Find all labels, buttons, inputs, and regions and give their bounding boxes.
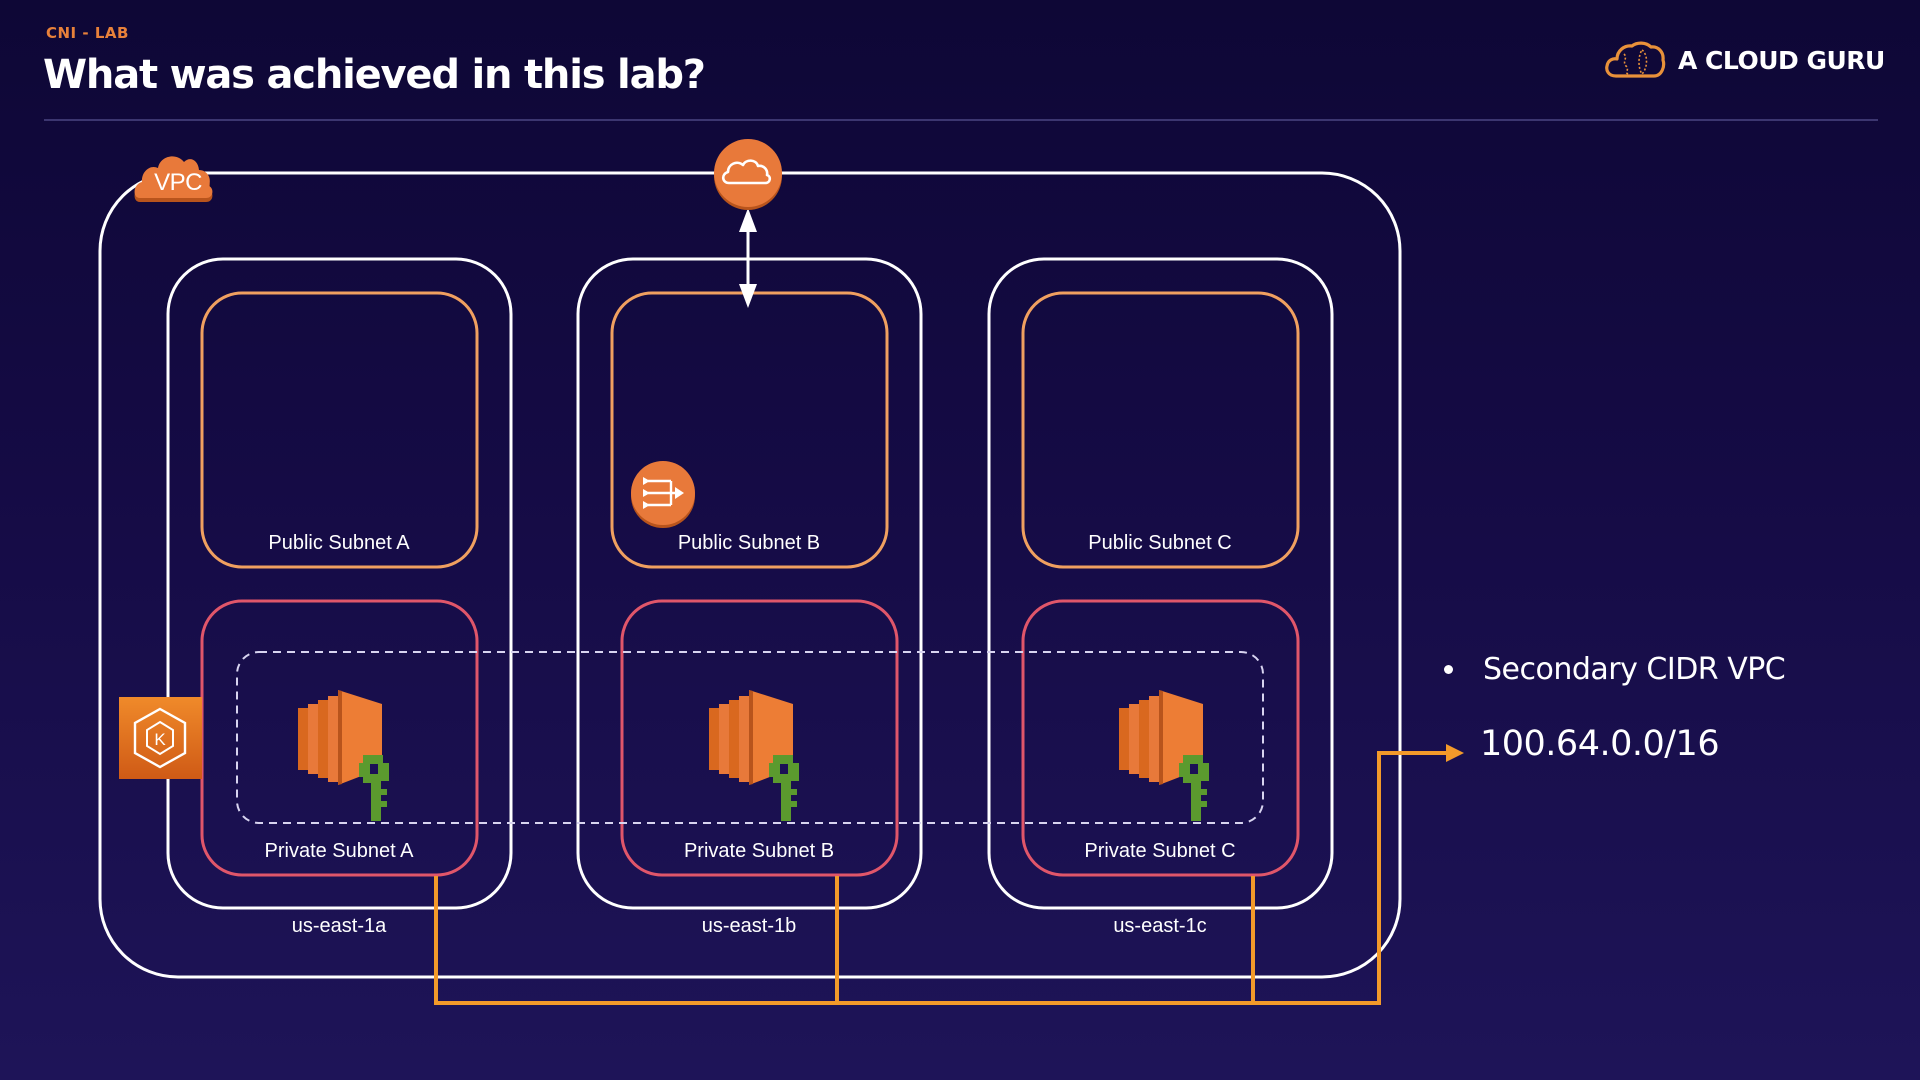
node-group-boundary — [236, 651, 1264, 824]
internet-gateway-icon — [714, 139, 782, 210]
vpc-label: VPC — [154, 169, 202, 196]
az-label-c: us-east-1c — [1113, 915, 1206, 937]
header-divider — [44, 119, 1878, 121]
private-subnet-c — [1021, 599, 1300, 877]
vpc-cloud-icon: VPC — [134, 156, 213, 202]
public-subnet-b-label: Public Subnet B — [678, 532, 820, 554]
az-label-b: us-east-1b — [702, 915, 797, 937]
public-subnet-c-label: Public Subnet C — [1088, 532, 1231, 554]
connector-arrowhead — [1446, 744, 1464, 762]
key-icon-a — [359, 755, 389, 821]
cidr-block-label: 100.64.0.0/16 — [1480, 724, 1720, 764]
note-bullet: Secondary CIDR VPC — [1440, 652, 1786, 687]
az-label-a: us-east-1a — [292, 915, 387, 937]
brand-name: A CLOUD GURU — [1678, 45, 1885, 75]
secondary-cidr-connector — [434, 751, 1448, 1005]
nat-gateway-icon — [631, 461, 695, 528]
page-title: What was achieved in this lab? — [43, 52, 706, 98]
bullet-dot-icon — [1444, 665, 1453, 674]
section-eyebrow: CNI - LAB — [46, 24, 129, 42]
eks-letter: K — [154, 730, 166, 749]
brand-logo: A CLOUD GURU — [1604, 38, 1885, 82]
cloud-logo-icon — [1605, 41, 1666, 78]
public-subnet-c — [1021, 291, 1300, 569]
private-subnet-c-label: Private Subnet C — [1084, 840, 1235, 862]
private-subnet-b-label: Private Subnet B — [684, 840, 834, 862]
az-container-a — [166, 257, 513, 910]
az-container-b — [576, 257, 923, 910]
az-container-c — [987, 257, 1334, 910]
igw-double-arrow — [739, 208, 757, 308]
eks-kubernetes-icon: K — [119, 697, 202, 779]
key-icon-c — [1179, 755, 1209, 821]
connector-bus — [434, 751, 1448, 1005]
public-subnet-a — [200, 291, 479, 569]
key-icon-b — [769, 755, 799, 821]
private-subnet-b — [620, 599, 899, 877]
private-subnet-a-label: Private Subnet A — [265, 840, 415, 862]
note-bullet-text: Secondary CIDR VPC — [1483, 652, 1786, 687]
public-subnet-a-label: Public Subnet A — [268, 532, 410, 554]
